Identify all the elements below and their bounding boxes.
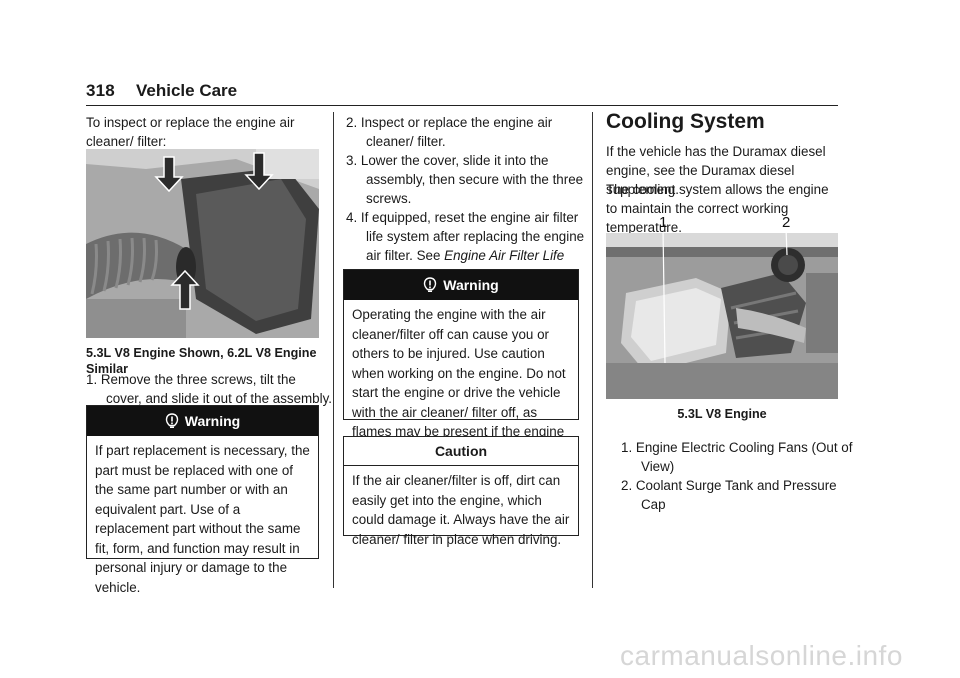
air-cleaner-photo bbox=[86, 149, 319, 338]
column-divider-2 bbox=[592, 112, 593, 588]
header-rule bbox=[86, 105, 838, 106]
engine-bay-photo bbox=[606, 233, 838, 399]
photo-caption-air-cleaner: 5.3L V8 Engine Shown, 6.2L V8 Engine Sim… bbox=[86, 346, 317, 376]
watermark: carmanualsonline.info bbox=[620, 640, 903, 671]
warning-title: Warning bbox=[443, 277, 499, 293]
warning-box-1: Warning If part replacement is necessary… bbox=[86, 405, 319, 595]
step-4-text: 4. If equipped, reset the engine air fil… bbox=[346, 210, 585, 263]
callout-1: 1 bbox=[659, 214, 668, 231]
list-item: 2. Coolant Surge Tank and Pressure Cap bbox=[621, 478, 837, 512]
list-item: 1. Engine Electric Cooling Fans (Out of … bbox=[621, 440, 853, 474]
section-title: Vehicle Care bbox=[136, 81, 238, 100]
intro-text: To inspect or replace the engine air cle… bbox=[86, 115, 295, 149]
warning-header: Warning bbox=[87, 406, 318, 436]
warning-icon bbox=[424, 277, 437, 292]
column-divider-1 bbox=[333, 112, 334, 588]
warning-body: Operating the engine with the air cleane… bbox=[352, 307, 566, 459]
photo-caption-engine: 5.3L V8 Engine bbox=[677, 407, 767, 421]
step-1: 1. Remove the three screws, tilt the cov… bbox=[86, 372, 333, 406]
cooling-para-1: If the vehicle has the Duramax diesel en… bbox=[606, 144, 826, 197]
engine-air-cleaner-illustration bbox=[86, 149, 319, 338]
warning-body: If part replacement is necessary, the pa… bbox=[95, 443, 310, 595]
step-2: 2. Inspect or replace the engine air cle… bbox=[346, 115, 553, 149]
warning-box-2: Warning Operating the engine with the ai… bbox=[343, 269, 579, 459]
page-number: 318 bbox=[86, 81, 115, 100]
engine-bay-illustration bbox=[606, 233, 838, 399]
cooling-para-2: The cooling system allows the engine to … bbox=[606, 182, 829, 235]
warning-icon bbox=[165, 413, 178, 428]
warning-header: Warning bbox=[344, 270, 578, 300]
caution-box: Caution If the air cleaner/filter is off… bbox=[343, 436, 579, 547]
warning-title: Warning bbox=[184, 413, 241, 429]
caution-body: If the air cleaner/filter is off, dirt c… bbox=[352, 473, 570, 547]
callout-2: 2 bbox=[782, 214, 791, 231]
caution-title: Caution bbox=[344, 437, 578, 466]
step-3: 3. Lower the cover, slide it into the as… bbox=[346, 153, 584, 206]
cooling-system-heading: Cooling System bbox=[606, 110, 765, 133]
